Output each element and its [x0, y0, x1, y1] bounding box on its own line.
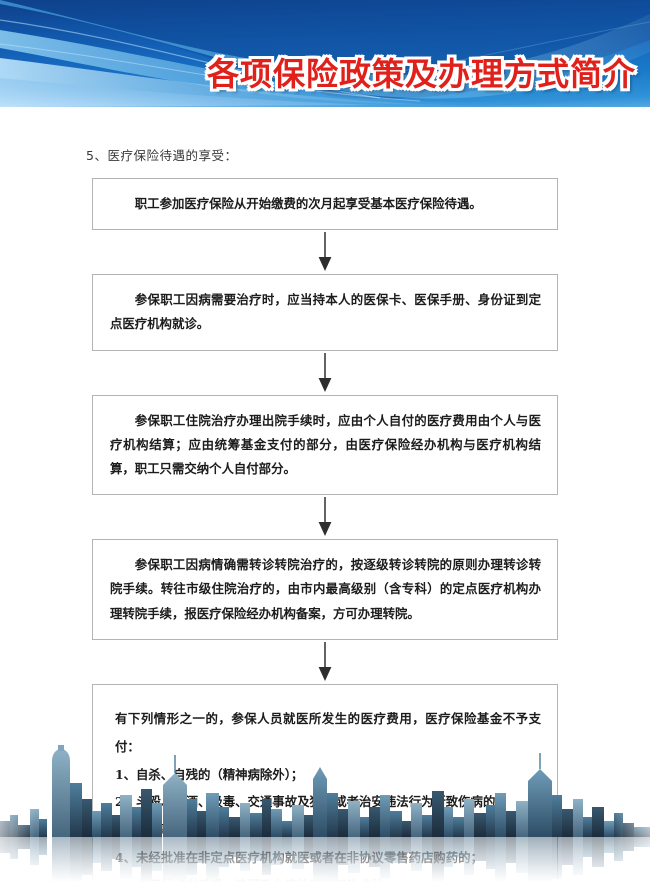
flow-step-4-text: 参保职工因病情确需转诊转院治疗的，按逐级转诊转院的原则办理转诊转院手续。转往市级…: [110, 557, 541, 621]
flow-step-4: 参保职工因病情确需转诊转院治疗的，按逐级转诊转院的原则办理转诊转院手续。转往市级…: [92, 539, 558, 640]
flow-arrow-4: [92, 640, 558, 684]
exclusion-item: 1、自杀、自残的（精神病除外）；: [115, 766, 304, 782]
banner-title-wrap: 各项保险政策及办理方式简介: [0, 0, 650, 107]
flow-step-2-text: 参保职工因病需要治疗时，应当持本人的医保卡、医保手册、身份证到定点医疗机构就诊。: [110, 292, 541, 332]
header-banner: 各项保险政策及办理方式简介: [0, 0, 650, 107]
flow-arrow-1: [92, 230, 558, 274]
flow-step-1: 职工参加医疗保险从开始缴费的次月起享受基本医疗保险待遇。: [92, 178, 558, 231]
flow-step-3: 参保职工住院治疗办理出院手续时，应由个人自付的医疗费用由个人与医疗机构结算；应由…: [92, 394, 558, 496]
flow-step-3-text: 参保职工住院治疗办理出院手续时，应由个人自付的医疗费用由个人与医疗机构结算；应由…: [110, 412, 541, 476]
arrow-down-icon: [318, 497, 332, 537]
arrow-down-icon: [318, 641, 332, 681]
arrow-down-icon: [318, 352, 332, 392]
section-heading: 5、医疗保险待遇的享受：: [86, 148, 238, 163]
flow-step-1-text: 职工参加医疗保险从开始缴费的次月起享受基本医疗保险待遇。: [134, 196, 482, 211]
city-skyline-icon: [0, 737, 650, 882]
arrow-down-icon: [318, 232, 332, 272]
footer-skyline: [0, 737, 650, 882]
flow-arrow-3: [92, 495, 558, 539]
flow-arrow-2: [92, 351, 558, 395]
page-title: 各项保险政策及办理方式简介: [206, 55, 636, 93]
exclusions-lead: 有下列情形之一的，参保人员就医所发生的医疗费用，医疗保险基金不予支付：: [115, 710, 541, 754]
flow-step-2: 参保职工因病需要治疗时，应当持本人的医保卡、医保手册、身份证到定点医疗机构就诊。: [92, 274, 558, 351]
banner-wave-decoration: [0, 0, 650, 107]
